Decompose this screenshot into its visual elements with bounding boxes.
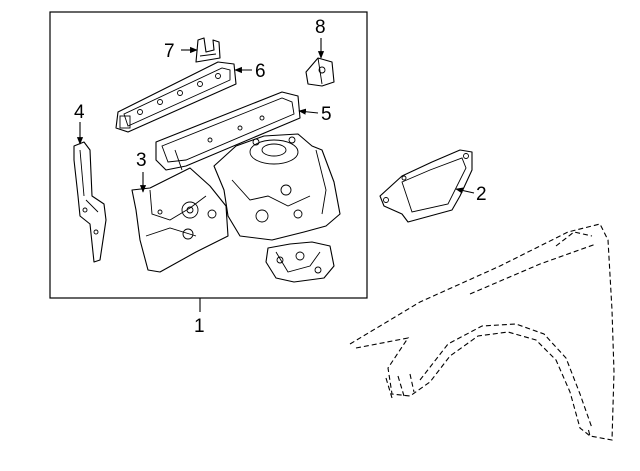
part-5-side-rail — [155, 91, 301, 171]
part-2-fender-liner — [379, 149, 473, 223]
part-6-upper-rail — [115, 61, 237, 133]
lower-bracket — [265, 241, 335, 283]
leader-2 — [455, 187, 475, 194]
callout-6: 6 — [255, 61, 266, 82]
assembly-frame — [49, 11, 368, 299]
callout-8: 8 — [315, 17, 326, 38]
strut-tower-wheelhouse — [213, 133, 341, 241]
part-4-pillar — [73, 141, 107, 263]
callout-3: 3 — [136, 150, 147, 171]
callout-1: 1 — [194, 316, 205, 337]
callout-5: 5 — [321, 104, 332, 125]
fender-outline — [349, 223, 615, 441]
part-7-clip — [195, 37, 221, 63]
callout-4: 4 — [74, 102, 85, 123]
callout-7: 7 — [164, 41, 175, 62]
callout-2: 2 — [476, 184, 487, 205]
part-8-bracket — [305, 57, 335, 87]
part-3-apron — [131, 167, 229, 273]
leader-5 — [298, 108, 319, 115]
